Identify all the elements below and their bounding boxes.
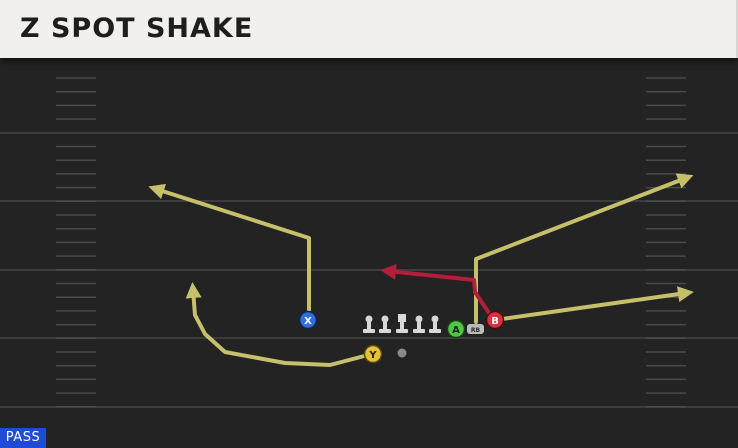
- lineman-icon: [363, 315, 375, 333]
- route-b-highlight-dig: [380, 263, 493, 318]
- player-x[interactable]: X: [298, 310, 318, 330]
- player-a-label: A: [452, 325, 460, 336]
- field-surface: [0, 58, 738, 448]
- route-a-corner: [474, 173, 694, 324]
- routes: [148, 173, 694, 367]
- play-type-badge: PASS: [0, 428, 46, 448]
- blue-circle-icon: [298, 310, 318, 330]
- player-y[interactable]: Y: [363, 344, 383, 364]
- hash-marks-left: [56, 77, 96, 408]
- player-b-label: B: [491, 316, 499, 327]
- red-circle-icon: [485, 310, 505, 330]
- player-x-label: X: [304, 316, 312, 327]
- center-icon: [396, 314, 408, 333]
- yellow-circle-icon: [363, 344, 383, 364]
- offensive-line: [363, 314, 441, 333]
- player-y-label: Y: [368, 350, 377, 361]
- player-a[interactable]: A: [446, 319, 466, 339]
- play-diagram: X Y A RB B: [0, 58, 738, 448]
- lineman-icon: [379, 315, 391, 333]
- player-b[interactable]: B: [485, 310, 505, 330]
- route-y-wheel: [185, 282, 374, 367]
- quarterback-icon: [397, 348, 407, 358]
- title-bar: Z SPOT SHAKE: [0, 0, 738, 58]
- green-circle-icon: [446, 319, 466, 339]
- route-x-corner: [148, 183, 311, 320]
- lineman-icon: [429, 315, 441, 333]
- rb-label: RB: [471, 327, 481, 334]
- rb-badge: [467, 324, 484, 334]
- lineman-icon: [413, 315, 425, 333]
- route-b-flat: [493, 286, 694, 322]
- player-rb-tag: RB: [467, 324, 484, 334]
- play-title: Z SPOT SHAKE: [20, 13, 254, 44]
- yard-lines: [0, 132, 738, 408]
